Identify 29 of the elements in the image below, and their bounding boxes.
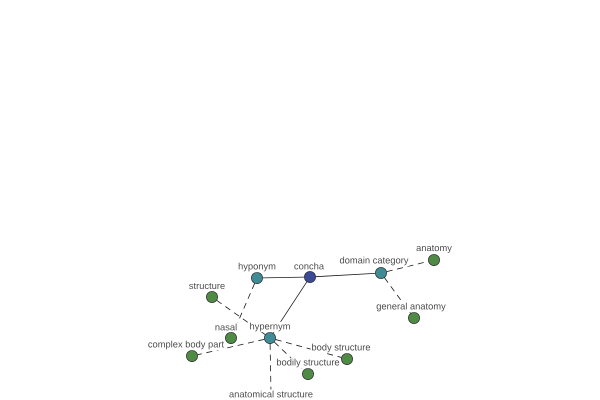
- node-label: bodily structure: [276, 358, 340, 368]
- node-dot: [225, 332, 237, 344]
- node-dot: [186, 350, 198, 362]
- node-dot: [251, 272, 263, 284]
- node-dot: [428, 254, 440, 266]
- connector-line: [384, 277, 411, 314]
- node-dot: [302, 368, 314, 380]
- node-label: general anatomy: [375, 302, 447, 312]
- node-dot: [408, 312, 420, 324]
- node-dot: [375, 267, 387, 279]
- connector-line: [262, 276, 304, 278]
- node-label: hyponym: [237, 262, 277, 272]
- connector-line: [270, 344, 272, 390]
- node-label: anatomy: [415, 244, 453, 254]
- node-label: domain category: [338, 256, 410, 266]
- node-label: concha: [293, 262, 325, 270]
- node-dot: [304, 271, 316, 283]
- connector-line: [316, 272, 376, 278]
- node-dot: [264, 332, 276, 344]
- connector-line: [197, 338, 265, 356]
- node-label: body structure: [310, 342, 372, 354]
- node-label: complex body part: [147, 340, 225, 350]
- connector-line: [274, 342, 304, 370]
- node-label: structure: [188, 282, 226, 290]
- node-label: hypernym: [248, 322, 292, 332]
- node-dot: [206, 291, 218, 303]
- node-label: nasal: [214, 322, 238, 332]
- node-label: anatomical structure: [228, 390, 314, 398]
- node-dot: [341, 353, 353, 365]
